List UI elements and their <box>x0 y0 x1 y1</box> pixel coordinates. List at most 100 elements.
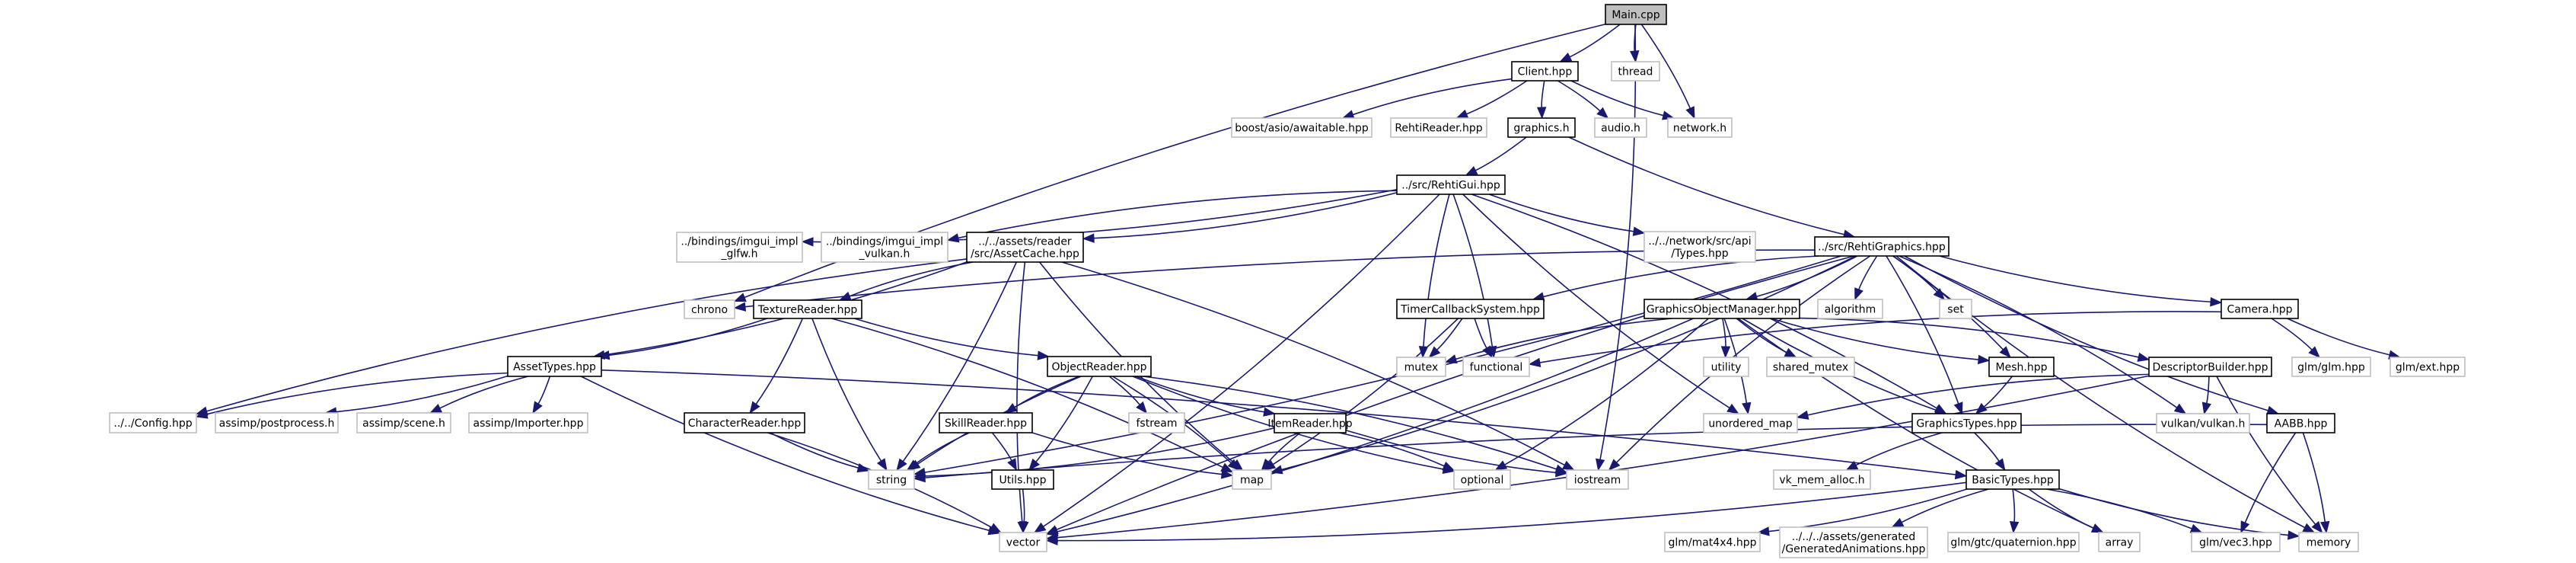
node-label: glm/glm.hpp <box>2297 362 2365 374</box>
node-glm-quat[interactable]: glm/gtc/quaternion.hpp <box>1947 532 2080 552</box>
node-fstream[interactable]: fstream <box>1128 412 1185 433</box>
node-assimp-post[interactable]: assimp/postprocess.h <box>215 412 339 433</box>
node-config[interactable]: ../../Config.hpp <box>109 412 197 433</box>
edge-descriptorbuilder-to-unordered_map <box>1807 373 2150 416</box>
node-label: RehtiReader.hpp <box>1395 123 1482 135</box>
edge-assetcache-to-config <box>206 258 968 412</box>
node-gom[interactable]: GraphicsObjectManager.hpp <box>1643 299 1800 319</box>
node-skillreader[interactable]: SkillReader.hpp <box>939 412 1033 433</box>
node-label: TimerCallbackSystem.hpp <box>1400 304 1540 316</box>
node-imgui-vulkan[interactable]: ../bindings/imgui_impl_vulkan.h <box>821 232 948 263</box>
node-vector[interactable]: vector <box>999 532 1047 552</box>
node-audio-h[interactable]: audio.h <box>1594 117 1647 138</box>
node-client[interactable]: Client.hpp <box>1511 61 1579 82</box>
node-glm-vec3[interactable]: glm/vec3.hpp <box>2191 532 2281 552</box>
node-graphics-h[interactable]: graphics.h <box>1507 117 1576 138</box>
arrowhead-icon <box>2210 297 2223 307</box>
node-functional[interactable]: functional <box>1462 357 1530 377</box>
node-network-h[interactable]: network.h <box>1667 117 1733 138</box>
edge-rehtigraphics-to-memory <box>1895 255 2306 529</box>
node-characterreader[interactable]: CharacterReader.hpp <box>684 412 805 433</box>
node-thread[interactable]: thread <box>1611 61 1660 82</box>
node-mesh[interactable]: Mesh.hpp <box>1988 357 2055 377</box>
node-basictypes[interactable]: BasicTypes.hpp <box>1965 469 2060 490</box>
arrowhead-icon <box>1561 460 1575 471</box>
node-glm-ext[interactable]: glm/ext.hpp <box>2389 357 2466 377</box>
node-rehtigui[interactable]: ../src/RehtiGui.hpp <box>1396 174 1506 195</box>
node-label: algorithm <box>1825 304 1876 316</box>
node-vk-mem-alloc[interactable]: vk_mem_alloc.h <box>1773 469 1871 490</box>
arrowhead-icon <box>1455 109 1469 119</box>
node-generated-anims[interactable]: ../../../assets/generated/GeneratedAnima… <box>1779 526 1928 558</box>
edge-rehtigui-to-unordered_map <box>1462 194 1730 409</box>
node-net-types[interactable]: ../../network/src/api/Types.hpp <box>1643 231 1756 263</box>
node-graphicstypes[interactable]: GraphicsTypes.hpp <box>1911 413 2022 433</box>
node-label: SkillReader.hpp <box>945 417 1027 430</box>
arrowhead-icon <box>1442 461 1455 471</box>
node-camera[interactable]: Camera.hpp <box>2221 299 2299 319</box>
node-array[interactable]: array <box>2098 532 2141 552</box>
edge-skillreader-to-utils <box>991 432 1012 461</box>
arrowhead-icon <box>1341 110 1355 120</box>
node-box <box>684 412 805 433</box>
node-map[interactable]: map <box>1232 469 1272 490</box>
node-assetcache[interactable]: ../../assets/reader/src/AssetCache.hpp <box>966 232 1084 263</box>
node-glm-glm[interactable]: glm/glm.hpp <box>2291 357 2371 377</box>
node-imgui-glfw[interactable]: ../bindings/imgui_impl_glfw.h <box>676 232 803 263</box>
node-shared-mutex[interactable]: shared_mutex <box>1766 357 1855 377</box>
arrowhead-icon <box>1444 354 1458 364</box>
arrowhead-icon <box>1263 407 1276 417</box>
node-box <box>1274 413 1347 433</box>
node-box <box>1462 357 1530 377</box>
node-label: _glfw.h <box>721 248 758 261</box>
node-box <box>1988 357 2055 377</box>
node-texturereader[interactable]: TextureReader.hpp <box>753 299 862 319</box>
node-rehtigraphics[interactable]: ../src/RehtiGraphics.hpp <box>1814 236 1950 257</box>
node-boost-awaitable[interactable]: boost/asio/awaitable.hpp <box>1231 117 1372 138</box>
node-descriptorbuilder[interactable]: DescriptorBuilder.hpp <box>2148 357 2272 377</box>
node-memory[interactable]: memory <box>2298 532 2359 552</box>
node-assettypes[interactable]: AssetTypes.hpp <box>507 356 602 377</box>
node-box <box>2298 532 2359 552</box>
node-label: ../src/RehtiGui.hpp <box>1401 180 1500 192</box>
node-label: glm/ext.hpp <box>2396 362 2460 374</box>
node-string[interactable]: string <box>868 469 915 490</box>
node-assimp-importer[interactable]: assimp/Importer.hpp <box>468 412 588 433</box>
arrowhead-icon <box>2009 521 2020 534</box>
node-label: assimp/Importer.hpp <box>473 417 584 430</box>
node-main[interactable]: Main.cpp <box>1605 4 1667 25</box>
node-rehtireader[interactable]: RehtiReader.hpp <box>1390 117 1487 138</box>
node-label: glm/gtc/quaternion.hpp <box>1950 537 2076 549</box>
edge-gom-to-utility <box>1722 318 1726 347</box>
edge-texturereader-to-assettypes <box>608 318 768 357</box>
node-optional[interactable]: optional <box>1453 469 1511 490</box>
node-box <box>2098 532 2141 552</box>
arrowhead-icon <box>1933 288 1946 300</box>
node-iostream[interactable]: iostream <box>1566 469 1629 490</box>
arrowhead-icon <box>532 401 543 414</box>
node-unordered-map[interactable]: unordered_map <box>1703 413 1798 433</box>
node-box <box>1396 174 1506 195</box>
edge-basictypes-to-glm_vec3 <box>2046 488 2192 529</box>
node-algorithm[interactable]: algorithm <box>1817 299 1883 319</box>
node-chrono[interactable]: chrono <box>684 299 735 319</box>
node-label: ItemReader.hpp <box>1267 418 1352 430</box>
node-set[interactable]: set <box>1939 299 1972 319</box>
node-box <box>1817 299 1883 319</box>
node-objectreader[interactable]: ObjectReader.hpp <box>1047 356 1152 377</box>
edge-rehtigraphics-to-vulkan_h <box>1899 255 2178 408</box>
node-assimp-scene[interactable]: assimp/scene.h <box>356 412 451 433</box>
node-itemreader[interactable]: ItemReader.hpp <box>1267 413 1353 433</box>
node-box <box>507 356 602 377</box>
node-utility[interactable]: utility <box>1703 357 1749 377</box>
node-aabb[interactable]: AABB.hpp <box>2266 413 2335 433</box>
node-utils[interactable]: Utils.hpp <box>991 469 1054 490</box>
node-vulkan-h[interactable]: vulkan/vulkan.h <box>2156 413 2250 433</box>
node-box <box>1511 61 1579 82</box>
node-mutex[interactable]: mutex <box>1396 357 1446 377</box>
arrowhead-icon <box>2090 523 2104 533</box>
node-timercallback[interactable]: TimerCallbackSystem.hpp <box>1396 299 1545 319</box>
edge-texturereader-to-map <box>831 318 1223 469</box>
edge-rehtigraphics-to-aabb <box>1904 255 2268 411</box>
node-glm-mat4x4[interactable]: glm/mat4x4.hpp <box>1664 532 1761 552</box>
